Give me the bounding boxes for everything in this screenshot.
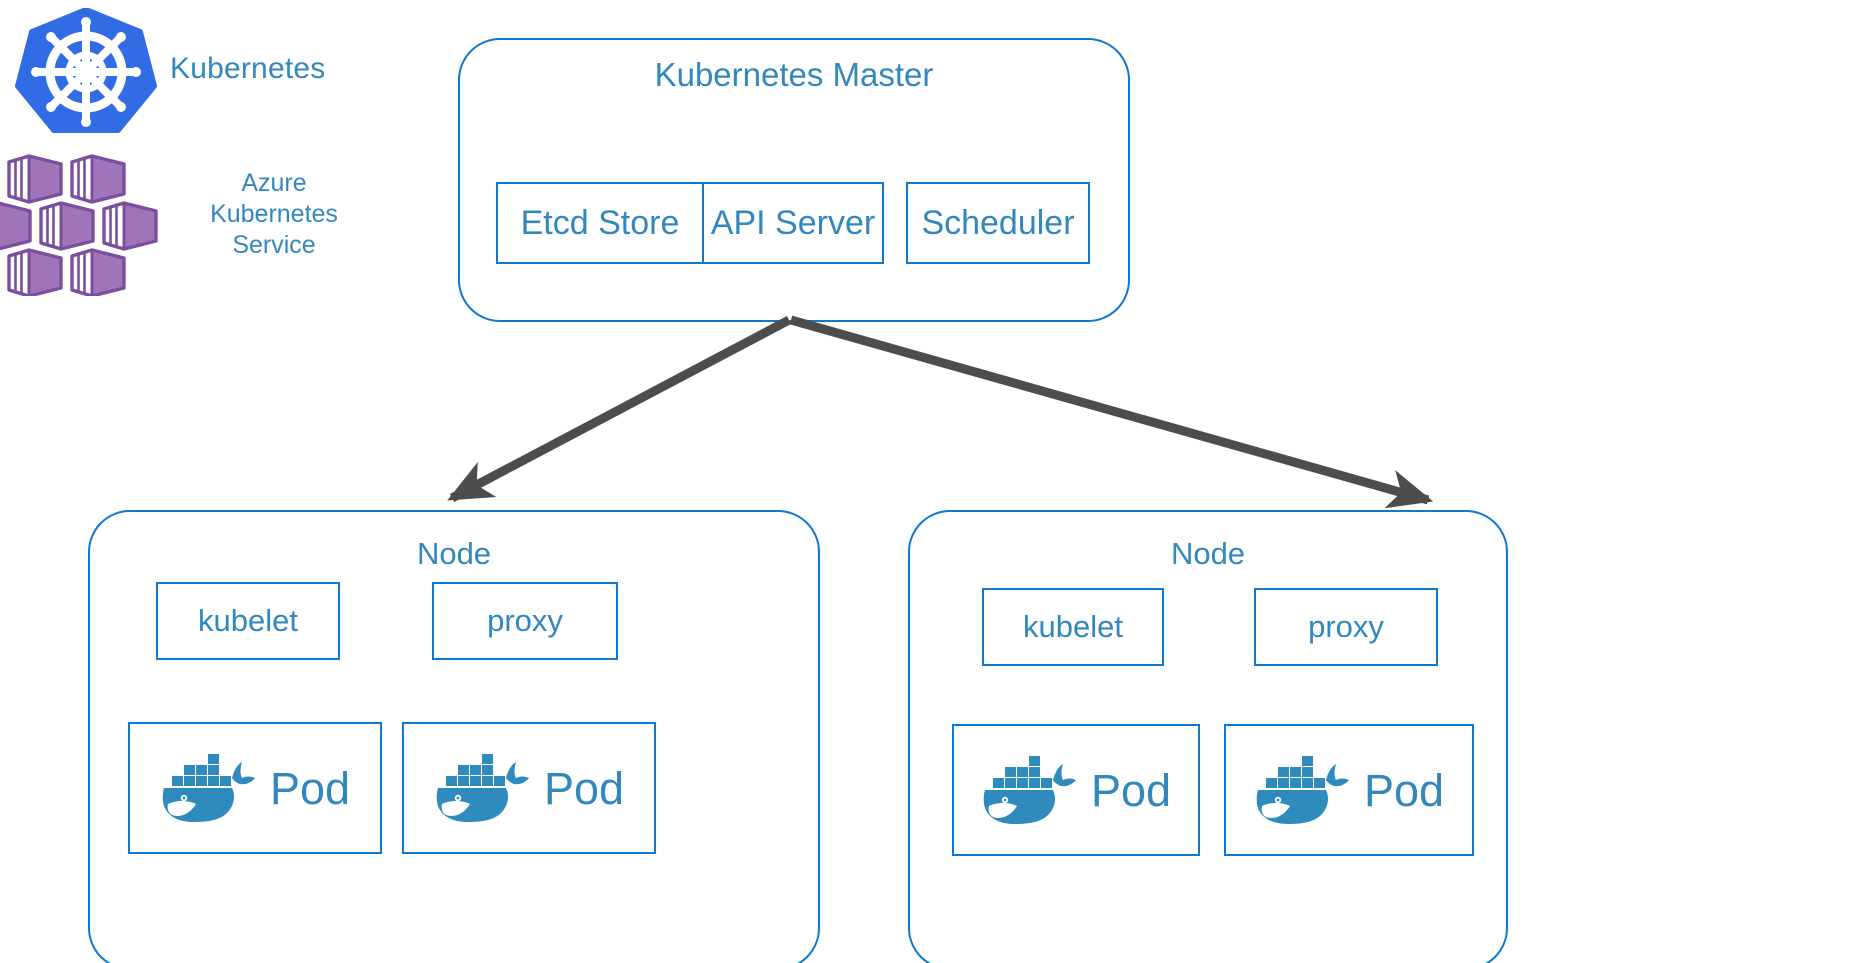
aks-legend-label: Azure Kubernetes Service (176, 168, 372, 261)
kubernetes-master-container[interactable]: Kubernetes Master Etcd Store API Server … (458, 38, 1130, 322)
node-right-container[interactable]: Node kubelet proxy (908, 510, 1508, 963)
node-left-pod-2-label: Pod (543, 762, 625, 814)
node-left-daemon-proxy[interactable]: proxy (432, 582, 618, 660)
node-right-pod-1[interactable]: Pod (952, 724, 1200, 856)
aks-legend-label-line-2: Kubernetes (210, 200, 338, 228)
node-left-daemon-kubelet[interactable]: kubelet (156, 582, 340, 660)
node-left-pod-1-label: Pod (269, 762, 351, 814)
azure-kubernetes-service-icon (0, 150, 176, 298)
node-right-pod-2[interactable]: Pod (1224, 724, 1474, 856)
node-right-daemon-proxy[interactable]: proxy (1254, 588, 1438, 666)
aks-legend-label-line-3: Service (232, 231, 316, 259)
arrow-master-to-node-left (447, 316, 792, 502)
master-component-api-server[interactable]: API Server (702, 182, 884, 264)
node-left-pod-2[interactable]: Pod (402, 722, 656, 854)
docker-whale-icon (983, 756, 1076, 824)
docker-whale-icon (162, 754, 255, 822)
master-component-scheduler[interactable]: Scheduler (906, 182, 1090, 264)
kubernetes-helm-icon (14, 7, 158, 136)
aks-legend-label-line-1: Azure (241, 169, 307, 197)
node-left-container[interactable]: Node kubelet proxy (88, 510, 820, 963)
node-left-pod-1[interactable]: Pod (128, 722, 382, 854)
node-right-pod-2-label: Pod (1363, 764, 1445, 816)
arrow-master-to-node-right (789, 315, 1434, 509)
master-component-etcd-store[interactable]: Etcd Store (496, 182, 704, 264)
kubernetes-master-title: Kubernetes Master (654, 56, 934, 93)
node-right-pod-1-label: Pod (1090, 764, 1172, 816)
node-right-daemon-kubelet[interactable]: kubelet (982, 588, 1164, 666)
docker-whale-icon (1256, 756, 1349, 824)
node-right-title: Node (1170, 536, 1246, 571)
docker-whale-icon (436, 754, 529, 822)
kubernetes-legend-label: Kubernetes (170, 52, 326, 85)
node-left-title: Node (416, 536, 492, 571)
